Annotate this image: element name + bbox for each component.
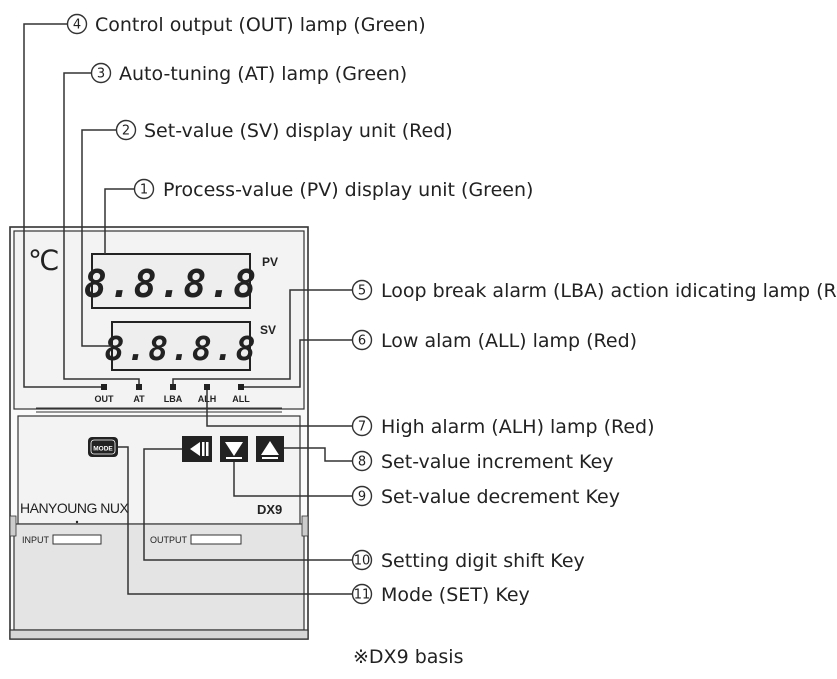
callout-8-number: 8	[358, 455, 366, 470]
callout-6-text: Low alam (ALL) lamp (Red)	[381, 330, 637, 352]
all-lamp	[238, 384, 244, 390]
input-slot	[52, 534, 102, 545]
decrement-key[interactable]	[220, 436, 248, 462]
callout-3-text: Auto-tuning (AT) lamp (Green)	[119, 63, 407, 85]
output-label: OUTPUT	[150, 535, 188, 545]
callout-2-text: Set-value (SV) display unit (Red)	[144, 120, 453, 142]
callout-6: 6 Low alam (ALL) lamp (Red)	[351, 329, 637, 352]
callout-7-number: 7	[358, 420, 366, 435]
callout-3-number: 3	[97, 67, 105, 82]
shift-left-icon	[190, 442, 200, 456]
callout-9: 9 Set-value decrement Key	[351, 485, 620, 508]
alh-lamp	[204, 384, 210, 390]
increment-key[interactable]	[256, 436, 284, 462]
callout-9-text: Set-value decrement Key	[381, 486, 620, 508]
pv-label: PV	[262, 255, 278, 269]
callout-8-text: Set-value increment Key	[381, 451, 614, 473]
callout-10: 10 Setting digit shift Key	[351, 549, 585, 572]
sv-display	[111, 321, 251, 371]
key-panel	[17, 415, 301, 525]
callout-4-text: Control output (OUT) lamp (Green)	[95, 14, 426, 36]
model-name: DX9	[257, 502, 282, 517]
callout-11-number: 11	[354, 588, 371, 603]
digit-shift-key[interactable]	[182, 436, 212, 462]
lba-lamp-label: LBA	[164, 394, 183, 404]
triangle-up-icon	[261, 441, 279, 455]
at-lamp	[136, 384, 142, 390]
callout-2: 2 Set-value (SV) display unit (Red)	[115, 119, 453, 142]
brand-logo: HANYOUNG NUX	[20, 500, 130, 516]
mode-key[interactable]: MODE	[88, 437, 118, 457]
callout-10-number: 10	[354, 554, 371, 569]
callout-5-number: 5	[358, 284, 366, 299]
callout-1-text: Process-value (PV) display unit (Green)	[163, 179, 533, 201]
callout-11-text: Mode (SET) Key	[381, 584, 530, 606]
at-lamp-label: AT	[133, 394, 145, 404]
callout-6-number: 6	[358, 334, 366, 349]
callout-2-number: 2	[122, 124, 130, 139]
base-lip	[9, 629, 309, 640]
callout-10-text: Setting digit shift Key	[381, 550, 585, 572]
all-lamp-label: ALL	[232, 394, 250, 404]
callout-4-number: 4	[73, 18, 81, 33]
lba-lamp	[170, 384, 176, 390]
callout-9-number: 9	[358, 490, 366, 505]
sv-label: SV	[260, 323, 276, 337]
input-label: INPUT	[22, 535, 50, 545]
callout-11: 11 Mode (SET) Key	[351, 583, 530, 606]
device-body: ℃ 8.8.8.8 PV 8.8.8.8 SV OUT AT LBA ALH A…	[9, 226, 309, 640]
leader-lines	[23, 23, 352, 595]
pv-digits: 8.8.8.8	[84, 262, 258, 306]
out-lamp	[101, 384, 107, 390]
callout-5: 5 Loop break alarm (LBA) action idicatin…	[351, 279, 837, 302]
callout-1-number: 1	[140, 183, 148, 198]
pv-display	[91, 253, 251, 309]
callout-5-text: Loop break alarm (LBA) action idicating …	[381, 280, 837, 302]
callout-1: 1 Process-value (PV) display unit (Green…	[133, 178, 533, 201]
latch-left	[9, 515, 17, 537]
footnote: ※DX9 basis	[353, 646, 463, 668]
output-slot	[190, 534, 242, 545]
callout-7: 7 High alarm (ALH) lamp (Red)	[351, 415, 655, 438]
unit-symbol: ℃	[28, 244, 59, 277]
sv-digits: 8.8.8.8	[104, 329, 257, 368]
mode-key-label: MODE	[93, 446, 113, 453]
callout-8: 8 Set-value increment Key	[351, 450, 614, 473]
triangle-down-icon	[225, 442, 243, 456]
callout-4: 4 Control output (OUT) lamp (Green)	[66, 13, 426, 36]
latch-right	[301, 515, 309, 537]
out-lamp-label: OUT	[95, 394, 115, 404]
callout-7-text: High alarm (ALH) lamp (Red)	[381, 416, 655, 438]
callout-3: 3 Auto-tuning (AT) lamp (Green)	[90, 62, 407, 85]
